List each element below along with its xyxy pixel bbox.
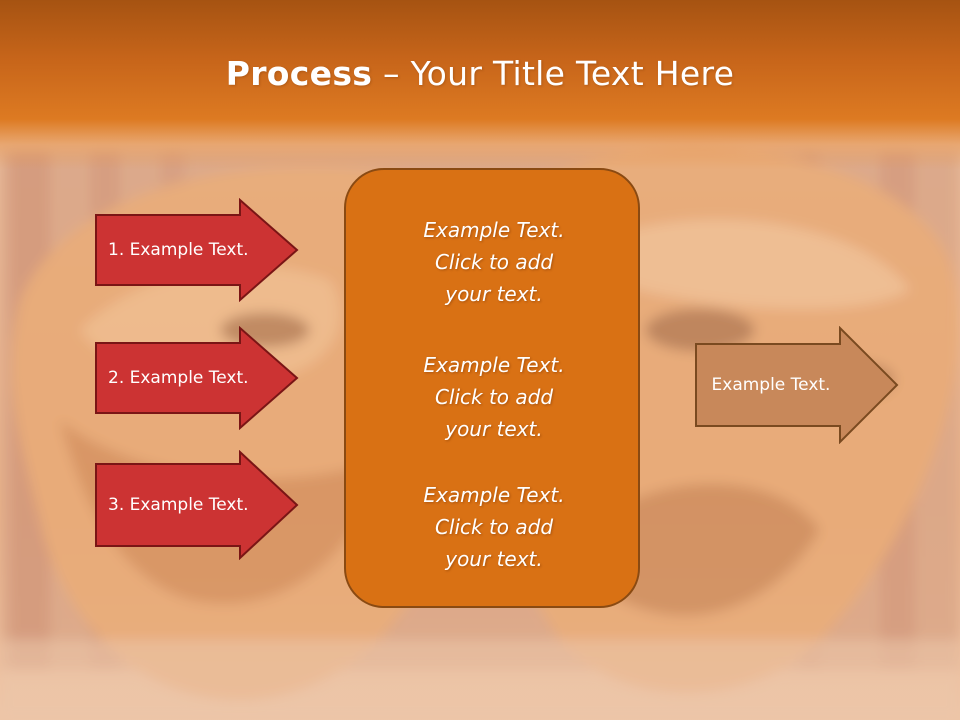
paragraph-line: Example Text. [423,218,565,242]
paragraph-line: your text. [445,282,543,306]
left-arrow-2[interactable]: 2. Example Text. [94,326,300,430]
left-arrow-label: 2. Example Text. [108,368,249,388]
paragraph-line: Click to add [434,515,554,539]
center-text-box[interactable]: Example Text. Click to add your text. Ex… [344,168,640,608]
right-arrow-label: Example Text. [711,375,831,395]
title-bold-text: Process [225,54,373,93]
paragraph-line: your text. [445,547,543,571]
left-arrow-label: 1. Example Text. [108,240,249,260]
title-banner [0,0,960,170]
left-arrow-3[interactable]: 3. Example Text. [94,450,300,560]
title-rest-text: – Your Title Text Here [372,54,735,93]
center-paragraph-1: Example Text. Click to add your text. [346,214,642,310]
left-arrow-1[interactable]: 1. Example Text. [94,198,300,302]
arrow-shape [95,198,299,302]
paragraph-line: your text. [445,417,543,441]
slide-title[interactable]: Process – Your Title Text Here [0,52,960,96]
paragraph-line: Click to add [434,385,554,409]
center-paragraph-3: Example Text. Click to add your text. [346,479,642,575]
arrow-shape [95,326,299,430]
paragraph-line: Click to add [434,250,554,274]
center-paragraph-2: Example Text. Click to add your text. [346,349,642,445]
paragraph-line: Example Text. [423,353,565,377]
arrow-shape [95,450,299,560]
right-arrow[interactable]: Example Text. [694,326,900,444]
left-arrow-label: 3. Example Text. [108,495,249,515]
paragraph-line: Example Text. [423,483,565,507]
arrow-shape [695,326,899,444]
